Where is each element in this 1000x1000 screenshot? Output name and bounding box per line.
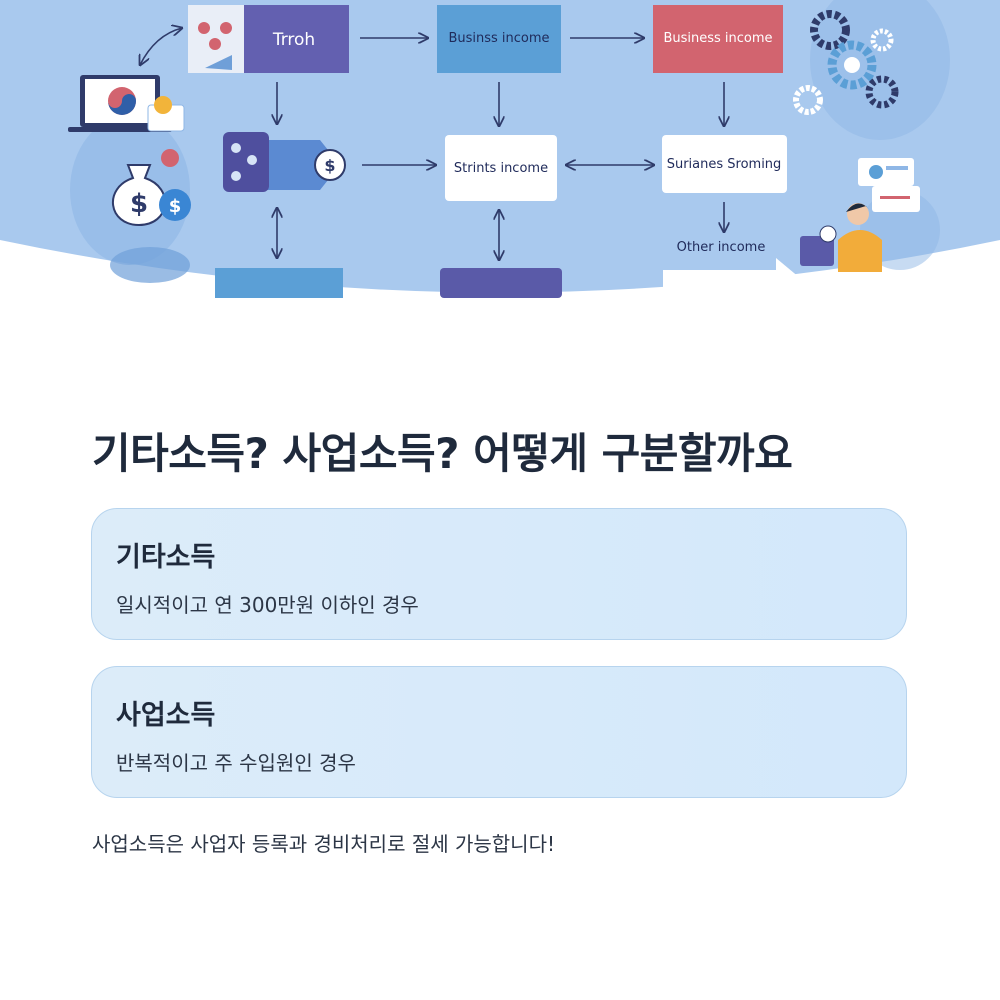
node-people-transfer: $: [223, 132, 346, 192]
node-strints-income-label: Strints income: [454, 161, 548, 176]
korea-flag-laptop-icon: [68, 75, 185, 132]
page-headline: 기타소득? 사업소득? 어떻게 구분할까요: [92, 429, 793, 478]
card-description: 반복적이고 주 수입원인 경우: [116, 751, 356, 775]
money-bag-icon: $ $: [112, 149, 191, 227]
node-business-income-1: Businss income: [437, 5, 561, 73]
node-trroh: Trroh: [188, 5, 349, 73]
node-business-income-2-label: Business income: [663, 31, 772, 46]
footer-note: 사업소득은 사업자 등록과 경비처리로 절세 가능합니다!: [92, 832, 556, 856]
hero-illustration: Trroh Businss income Business income $ S…: [0, 0, 1000, 298]
node-row3-purple: [440, 268, 562, 298]
person-with-document-icon: [800, 158, 920, 272]
card-title: 기타소득: [116, 542, 216, 573]
node-business-income-1-label: Businss income: [448, 31, 549, 46]
node-strints-income: Strints income: [445, 135, 557, 201]
node-business-income-2: Business income: [653, 5, 783, 73]
income-type-card-other: 기타소득 일시적이고 연 300만원 이하인 경우: [91, 508, 907, 640]
node-trroh-label: Trroh: [272, 30, 315, 50]
card-description: 일시적이고 연 300만원 이하인 경우: [116, 593, 419, 617]
node-surianes-iroming-label: Surianes Sroming: [667, 157, 782, 172]
gear-icon: [793, 10, 899, 115]
node-row3-white: [663, 258, 800, 298]
node-other-income-label: Other income: [677, 240, 766, 255]
dollar-icon: $: [324, 156, 335, 175]
svg-text:$: $: [169, 196, 182, 217]
income-type-card-business: 사업소득 반복적이고 주 수입원인 경우: [91, 666, 907, 798]
node-row3-blue: [215, 268, 343, 298]
card-title: 사업소득: [116, 700, 216, 731]
node-surianes-iroming: Surianes Sroming: [662, 135, 787, 193]
svg-text:$: $: [130, 189, 148, 219]
